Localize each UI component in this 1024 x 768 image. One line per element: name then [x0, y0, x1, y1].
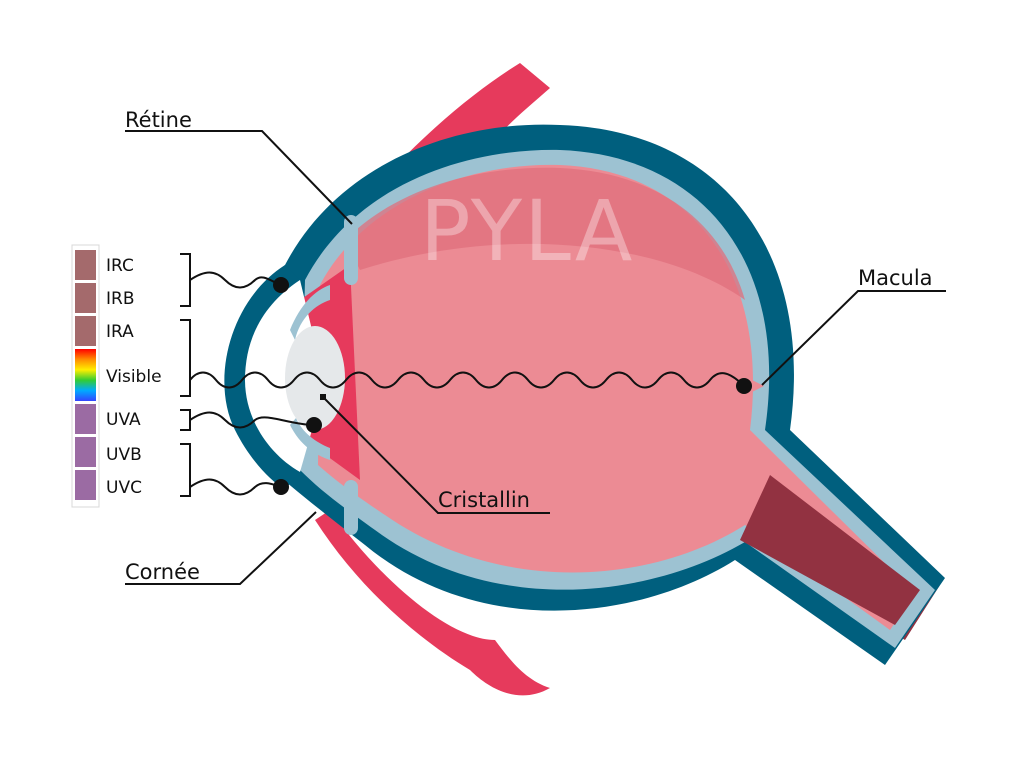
- swatch-uva: [75, 404, 96, 434]
- bracket-ira-visible: [180, 319, 191, 397]
- ray-visible: [189, 371, 745, 389]
- ray-lines: [189, 271, 745, 496]
- label-visible: Visible: [106, 367, 162, 387]
- bracket-uva: [180, 409, 191, 431]
- leader-retina: [125, 130, 353, 225]
- swatch-uvb: [75, 437, 96, 467]
- label-macula: Macula: [858, 266, 933, 290]
- label-uvb: UVB: [106, 445, 142, 465]
- point-uva: [306, 417, 322, 433]
- leader-cornea: [125, 511, 317, 585]
- label-ira: IRA: [106, 322, 134, 342]
- leader-macula: [761, 290, 946, 386]
- label-lens: Cristallin: [438, 488, 530, 512]
- ray-ir: [189, 271, 282, 289]
- point-uvc: [273, 479, 289, 495]
- macula-notch: [752, 380, 764, 392]
- leader-lines: [125, 130, 946, 585]
- cornea-shape: [224, 265, 300, 490]
- lower-iris-bar: [344, 480, 358, 535]
- swatch-irb: [75, 283, 96, 313]
- ray-uvc: [189, 478, 282, 496]
- upper-iris-bar: [344, 215, 358, 285]
- brackets: [180, 253, 191, 497]
- lower-cornea-edge: [290, 418, 330, 460]
- swatch-visible: [75, 349, 96, 401]
- label-cornea: Cornée: [125, 560, 200, 584]
- label-irb: IRB: [106, 289, 135, 309]
- point-ir: [273, 277, 289, 293]
- label-irc: IRC: [106, 256, 134, 276]
- bracket-ir-bc: [180, 253, 191, 307]
- lens: [285, 326, 345, 430]
- point-visible: [736, 378, 752, 394]
- spectrum-legend: IRC IRB IRA Visible UVA UVB UVC: [71, 244, 162, 508]
- watermark: PYLA: [420, 182, 634, 280]
- bracket-uvb-uvc: [180, 443, 191, 497]
- swatch-ira: [75, 316, 96, 346]
- optic-nerve-core: [740, 475, 920, 625]
- swatch-irc: [75, 250, 96, 280]
- label-uva: UVA: [106, 410, 141, 430]
- ray-uva: [189, 411, 315, 429]
- lens-marker: [320, 394, 326, 400]
- label-uvc: UVC: [106, 478, 142, 498]
- vitreous-upper-shade: [345, 167, 745, 300]
- swatch-uvc: [75, 470, 96, 500]
- leader-lens: [322, 396, 550, 514]
- label-retina: Rétine: [125, 108, 192, 132]
- lower-muscle: [315, 510, 550, 696]
- upper-cornea-edge: [290, 285, 330, 340]
